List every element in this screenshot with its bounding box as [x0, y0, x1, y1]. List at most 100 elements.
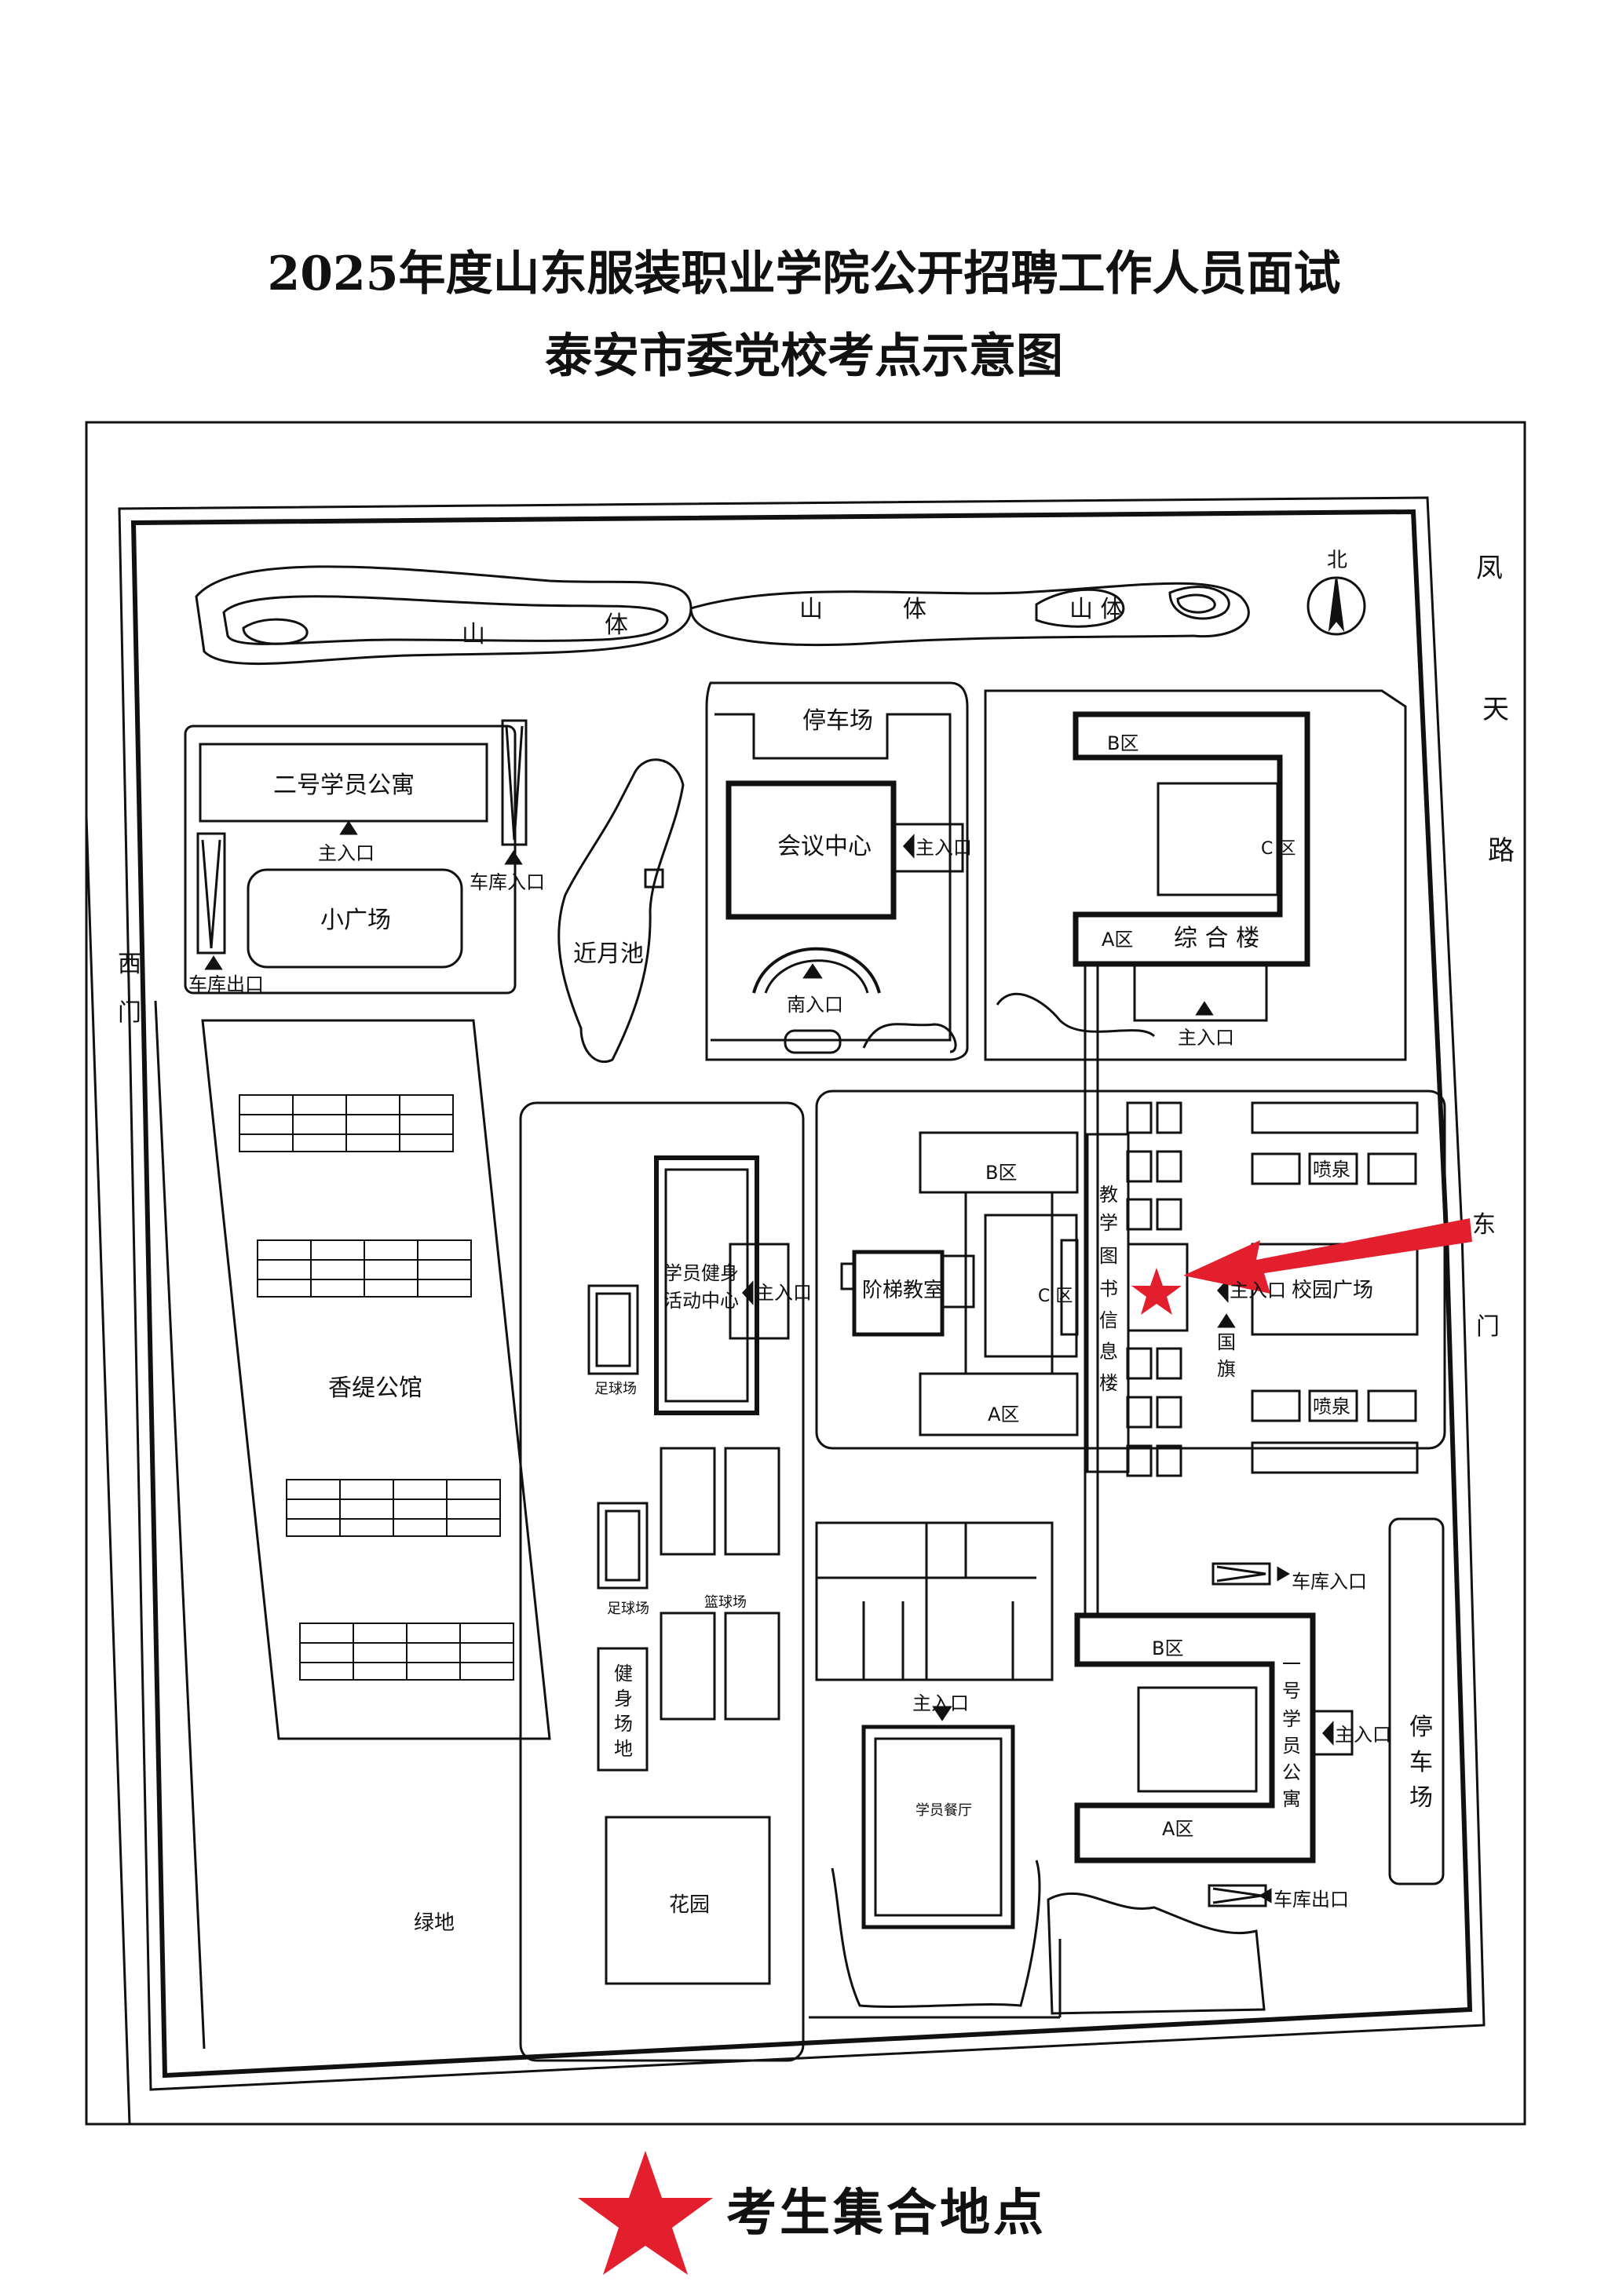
- west-road-line: [85, 816, 131, 2125]
- apartment-row-3: [286, 1479, 501, 1537]
- basketball-court-3: [660, 1612, 716, 1721]
- dorm1-garage-entrance: [1211, 1562, 1271, 1586]
- fitness-field: [597, 1647, 649, 1772]
- pond-outline: [557, 758, 685, 1063]
- label-dong-men: 门: [1476, 1313, 1500, 1341]
- dining-garden: [831, 1860, 1041, 2008]
- label-small-square: 小广场: [320, 907, 391, 934]
- label-dorm1-garage-entrance: 车库入口: [1292, 1571, 1367, 1593]
- label-dong: 东: [1472, 1211, 1496, 1239]
- label-pond: 近月池: [573, 940, 644, 968]
- south-central-block: [815, 1521, 1054, 1681]
- central-corridor: [1084, 965, 1099, 1617]
- dorm1-garage-exit-icon: [1259, 1888, 1272, 1904]
- label-conference-entrance: 主入口: [915, 837, 972, 859]
- label-fitness-field-4: 地: [614, 1738, 633, 1760]
- apartment-row-2: [257, 1239, 472, 1298]
- label-composite-b: B区: [1107, 732, 1138, 754]
- dining-hall: [861, 1725, 1015, 1929]
- garage-entrance-lines: [505, 725, 524, 841]
- label-fitness-field-1: 健: [614, 1663, 633, 1685]
- label-dorm2: 二号学员公寓: [273, 772, 415, 799]
- label-fitness-center-2: 活动中心: [663, 1290, 739, 1312]
- south-gate-planter: [784, 1029, 842, 1054]
- garden: [605, 1816, 771, 1985]
- teaching-connector: [964, 1191, 1054, 1374]
- conference-garden: [862, 1023, 957, 1053]
- mountain-contour-2: [1035, 588, 1125, 628]
- label-garden: 花园: [669, 1893, 710, 1917]
- page-subtitle: 泰安市委党校考点示意图: [545, 329, 1063, 384]
- label-composite-a: A区: [1102, 929, 1133, 951]
- label-east-parking-2: 车: [1409, 1749, 1433, 1776]
- library-entrance-icon: [1216, 1278, 1229, 1303]
- football-field-2-inner: [605, 1509, 641, 1582]
- label-library-6: 息: [1099, 1341, 1118, 1363]
- lecture-hall-door: [840, 1262, 856, 1290]
- label-fountain-1: 喷泉: [1313, 1159, 1350, 1181]
- south-entrance-icon: [802, 963, 823, 979]
- label-ti-2: 体: [903, 596, 926, 623]
- legend-star-icon: [578, 2151, 713, 2275]
- campus-wall-outer: [118, 496, 1486, 2091]
- label-flag-2: 旗: [1217, 1358, 1236, 1380]
- label-dining-entrance: 主入口: [912, 1692, 969, 1714]
- apartment-row-4: [299, 1623, 514, 1681]
- label-dorm1-garage-exit: 车库出口: [1274, 1889, 1349, 1911]
- label-teaching-c: C 区: [1038, 1287, 1073, 1306]
- east-strip-5: [1367, 1389, 1417, 1422]
- label-flag-1: 国: [1217, 1331, 1236, 1353]
- small-square: [247, 868, 463, 969]
- legend-label: 考生集合地点: [726, 2185, 1047, 2243]
- label-dorm1-4: 员: [1282, 1735, 1301, 1757]
- teaching-c-inner: [1060, 1239, 1079, 1336]
- label-xi: 西: [118, 951, 141, 978]
- dining-entrance-icon: [932, 1706, 952, 1721]
- label-shan-1: 山: [462, 621, 485, 648]
- football-field-1-inner: [595, 1292, 631, 1367]
- label-library-5: 信: [1099, 1309, 1118, 1331]
- dorm1-garage-entrance-lines: [1216, 1565, 1266, 1582]
- xiangti-block: [201, 1019, 551, 1740]
- dorm1-porch: [1311, 1710, 1354, 1756]
- label-shan-2: 山: [799, 596, 823, 623]
- label-dorm2-entrance: 主入口: [318, 842, 375, 864]
- south-central-walls: [817, 1523, 1036, 1680]
- label-dorm1-2: 号: [1282, 1680, 1301, 1702]
- label-dining: 学员餐厅: [915, 1802, 972, 1819]
- label-campus-square: 校园广场: [1292, 1279, 1373, 1302]
- basketball-court-2: [724, 1447, 780, 1556]
- fountain-2: [1308, 1389, 1358, 1422]
- pond-pavilion: [644, 868, 664, 889]
- dorm1-garden: [1047, 1892, 1266, 2015]
- dorm1-garage-entrance-icon: [1277, 1566, 1290, 1582]
- label-library-entrance: 主入口: [1230, 1279, 1286, 1301]
- map-frame: [85, 421, 1526, 2126]
- south-gate-arch-inner: [764, 959, 869, 994]
- dining-hall-inner: [874, 1737, 1003, 1917]
- library-entrance-plaza: [1127, 1243, 1189, 1332]
- garage-exit-icon: [204, 955, 223, 970]
- garage-exit-ramp: [196, 832, 226, 955]
- label-fitness-center-1: 学员健身: [663, 1262, 739, 1284]
- label-composite-entrance: 主入口: [1178, 1027, 1234, 1049]
- label-library-3: 图: [1099, 1245, 1118, 1267]
- conference-block-inner: [711, 713, 952, 1042]
- garage-entrance-ramp: [501, 719, 528, 846]
- label-library-2: 学: [1099, 1212, 1118, 1234]
- xiangti-apartments: [239, 1094, 514, 1681]
- label-garage-entrance-nw: 车库入口: [470, 871, 545, 893]
- fitness-center-porch: [729, 1243, 790, 1340]
- label-south-entrance: 南入口: [787, 994, 843, 1016]
- page-title: 2025年度山东服装职业学院公开招聘工作人员面试: [267, 246, 1341, 301]
- conference-block: [705, 681, 969, 1061]
- composite-garden: [996, 992, 1156, 1038]
- east-strip-4: [1251, 1389, 1301, 1422]
- basketball-court-1: [660, 1447, 716, 1556]
- label-composite-c: C 区: [1261, 839, 1296, 859]
- label-dorm1-6: 寓: [1282, 1788, 1301, 1810]
- label-dorm1-5: 公: [1282, 1761, 1301, 1783]
- label-fitness-entrance: 主入口: [755, 1282, 812, 1304]
- east-strip-3: [1367, 1152, 1417, 1185]
- mountain-peak-1: [242, 618, 309, 645]
